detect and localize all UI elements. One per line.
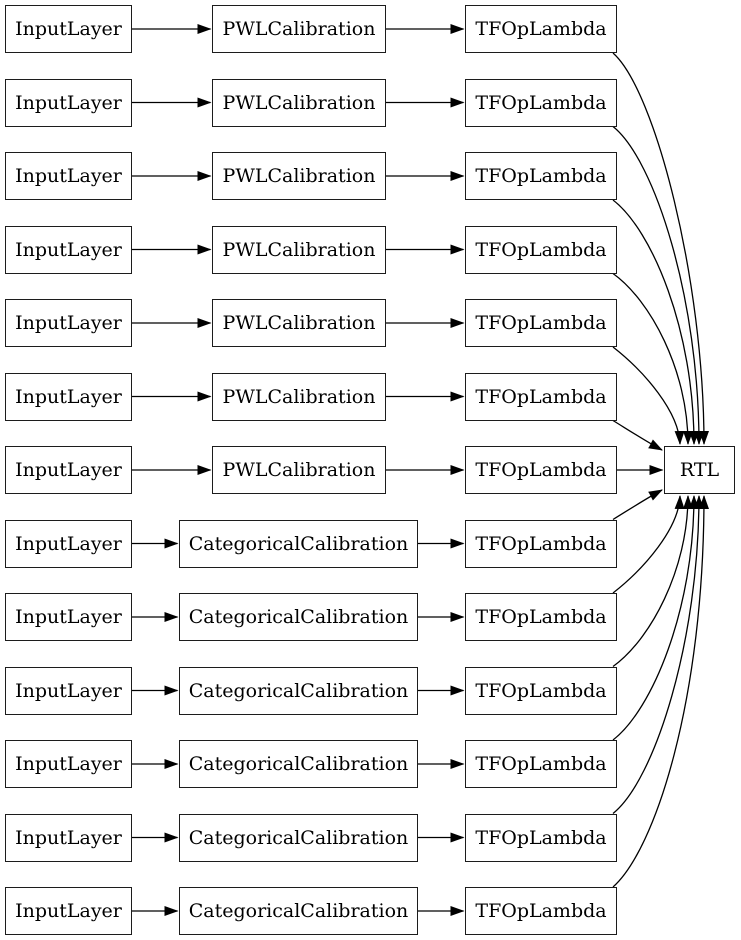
- node-input-layer-row-12: InputLayer: [5, 813, 132, 862]
- node-tfop-lambda-row-2: TFOpLambda: [465, 78, 617, 127]
- node-tfop-lambda-row-12: TFOpLambda: [465, 813, 617, 862]
- edge-arrow: [612, 495, 709, 888]
- node-input-layer-row-11: InputLayer: [5, 740, 132, 788]
- node-input-layer-row-4: InputLayer: [5, 225, 132, 274]
- node-tfop-lambda-row-1: TFOpLambda: [465, 5, 617, 53]
- node-tfop-lambda-row-4: TFOpLambda: [465, 225, 617, 274]
- node-input-layer-row-1: InputLayer: [5, 5, 132, 53]
- node-tfop-lambda-row-6: TFOpLambda: [465, 372, 617, 421]
- node-calibration-row-5: PWLCalibration: [212, 299, 386, 347]
- node-calibration-row-8: CategoricalCalibration: [179, 519, 418, 568]
- edge-arrow: [612, 52, 709, 445]
- node-calibration-row-10: CategoricalCalibration: [179, 666, 418, 715]
- node-tfop-lambda-row-10: TFOpLambda: [465, 666, 617, 715]
- node-input-layer-row-13: InputLayer: [5, 887, 132, 935]
- node-rtl: RTL: [664, 446, 735, 494]
- edge-arrow: [612, 199, 699, 445]
- edge-arrow: [612, 489, 663, 521]
- node-calibration-row-1: PWLCalibration: [212, 5, 386, 53]
- edge-arrow: [612, 495, 704, 815]
- node-input-layer-row-7: InputLayer: [5, 446, 132, 494]
- node-input-layer-row-9: InputLayer: [5, 593, 132, 641]
- node-calibration-row-11: CategoricalCalibration: [179, 740, 418, 788]
- node-input-layer-row-5: InputLayer: [5, 299, 132, 347]
- node-tfop-lambda-row-13: TFOpLambda: [465, 887, 617, 935]
- node-calibration-row-7: PWLCalibration: [212, 446, 386, 494]
- node-calibration-row-2: PWLCalibration: [212, 78, 386, 127]
- node-tfop-lambda-row-11: TFOpLambda: [465, 740, 617, 788]
- node-tfop-lambda-row-7: TFOpLambda: [465, 446, 617, 494]
- node-input-layer-row-8: InputLayer: [5, 519, 132, 568]
- node-input-layer-row-10: InputLayer: [5, 666, 132, 715]
- edge-arrow: [612, 495, 685, 594]
- node-calibration-row-12: CategoricalCalibration: [179, 813, 418, 862]
- node-tfop-lambda-row-5: TFOpLambda: [465, 299, 617, 347]
- node-calibration-row-4: PWLCalibration: [212, 225, 386, 274]
- edge-arrow: [612, 495, 699, 741]
- node-tfop-lambda-row-8: TFOpLambda: [465, 519, 617, 568]
- edge-arrow: [612, 419, 663, 451]
- edge-arrow: [612, 272, 693, 445]
- node-input-layer-row-6: InputLayer: [5, 372, 132, 421]
- node-input-layer-row-2: InputLayer: [5, 78, 132, 127]
- edge-arrow: [612, 495, 693, 668]
- node-calibration-row-9: CategoricalCalibration: [179, 593, 418, 641]
- node-calibration-row-13: CategoricalCalibration: [179, 887, 418, 935]
- node-calibration-row-6: PWLCalibration: [212, 372, 386, 421]
- edge-arrow: [612, 346, 685, 445]
- node-input-layer-row-3: InputLayer: [5, 152, 132, 200]
- node-tfop-lambda-row-9: TFOpLambda: [465, 593, 617, 641]
- edge-arrow: [612, 125, 704, 445]
- node-calibration-row-3: PWLCalibration: [212, 152, 386, 200]
- node-tfop-lambda-row-3: TFOpLambda: [465, 152, 617, 200]
